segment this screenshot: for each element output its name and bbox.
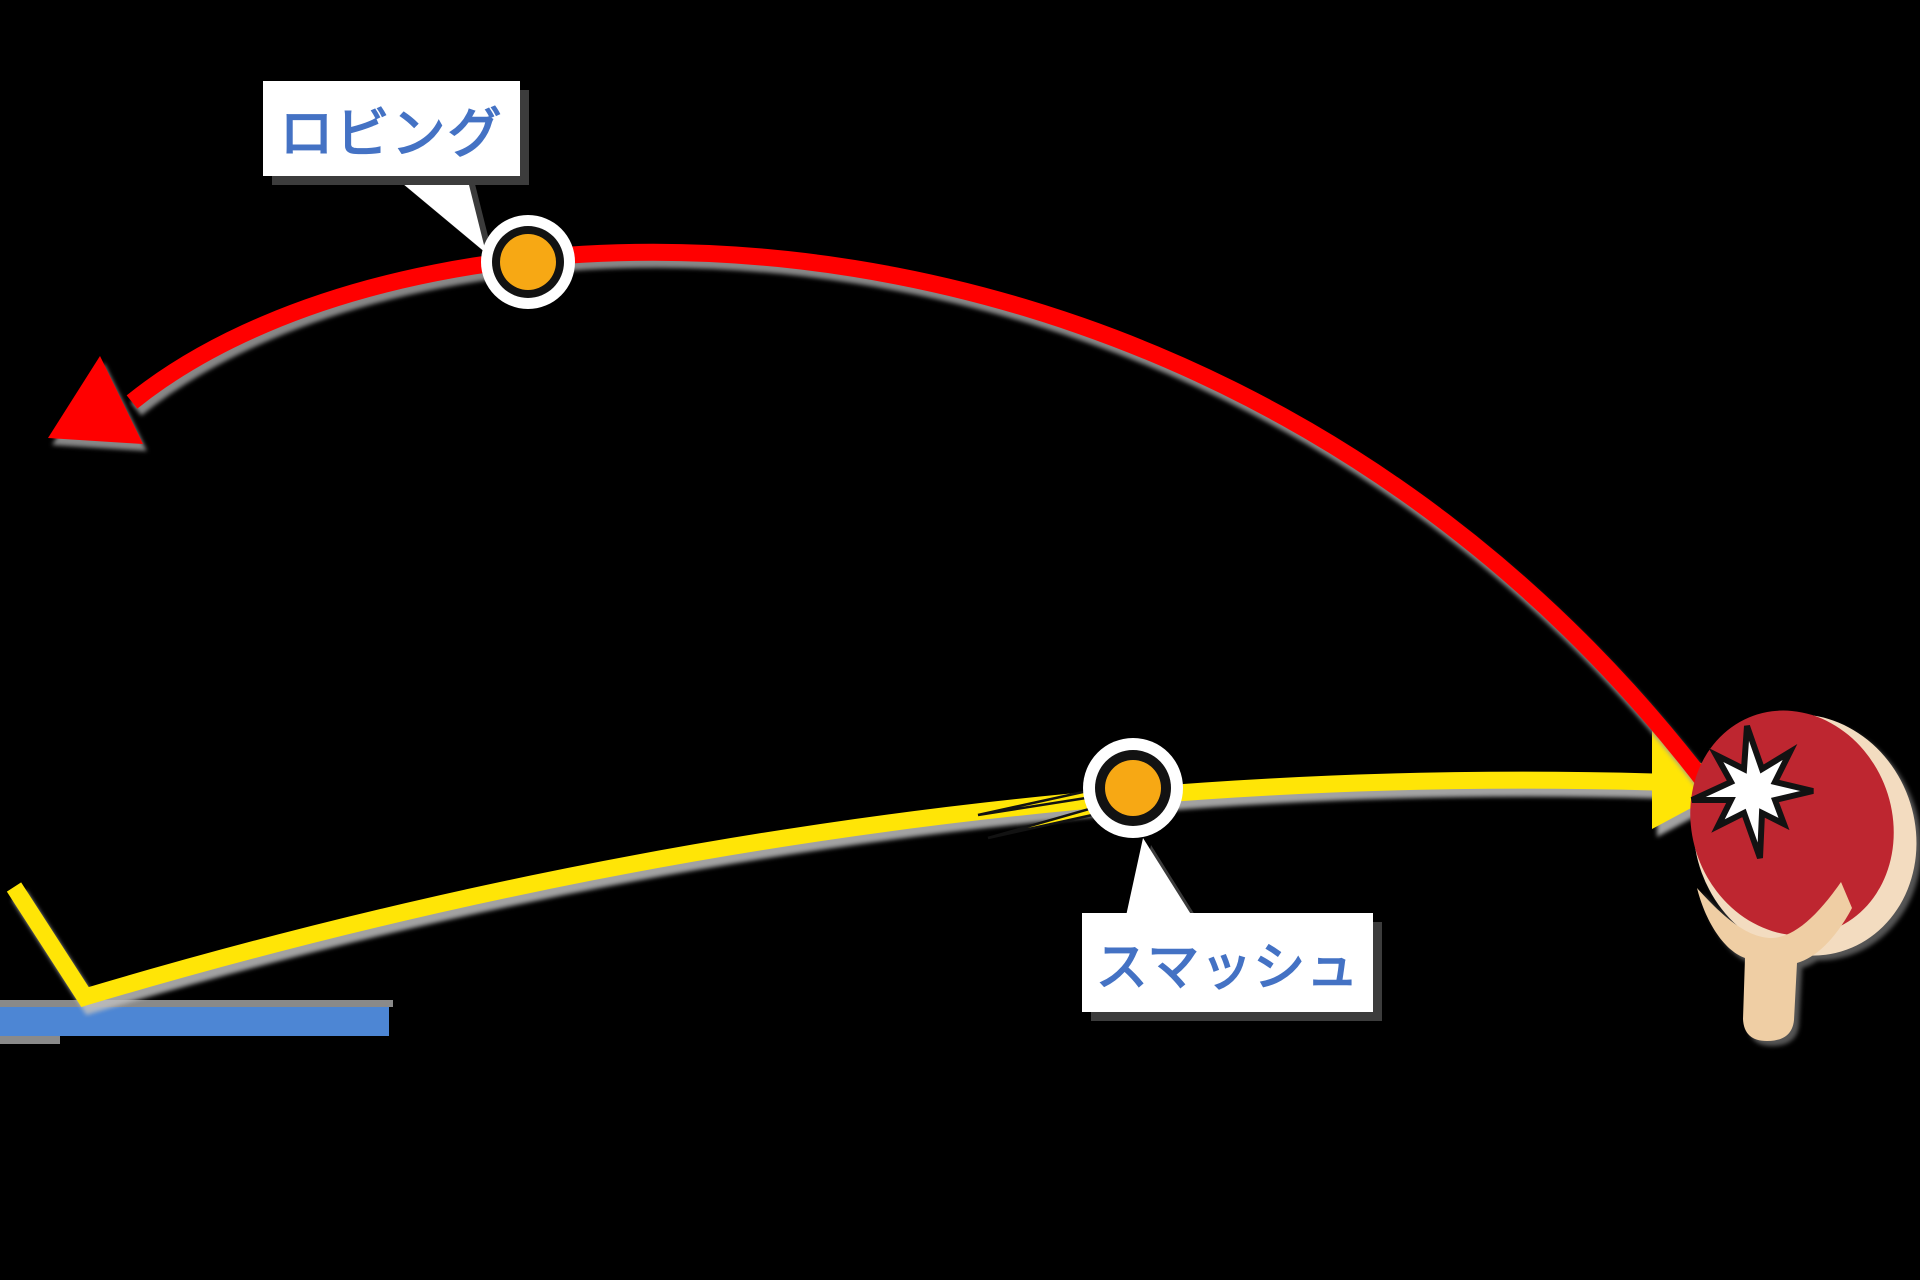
table-shadow xyxy=(0,1036,60,1044)
table-edge-highlight xyxy=(0,1000,393,1007)
lob-arrowhead-icon xyxy=(48,356,143,444)
lob-label-tail xyxy=(390,173,486,253)
smash-ball-icon xyxy=(1083,738,1183,838)
ball xyxy=(500,234,556,290)
impact-star xyxy=(1690,725,1814,860)
ball xyxy=(1105,760,1161,816)
lob-trajectory xyxy=(126,243,1725,806)
smash-label-text: スマッシュ xyxy=(1095,938,1360,998)
impact-star-icon xyxy=(1690,725,1814,860)
smash-trajectory xyxy=(6,771,1656,1007)
smash-label: スマッシュ xyxy=(1082,913,1373,1012)
paddle-icon xyxy=(1690,710,1917,1041)
table-top xyxy=(0,1007,389,1036)
paddle-handle xyxy=(1697,882,1852,1041)
table-surface xyxy=(0,1000,393,1044)
smash-label-tail xyxy=(1126,838,1192,916)
lob-label-text: ロビング xyxy=(279,102,504,165)
lob-label: ロビング xyxy=(263,81,520,176)
lob-ball-icon xyxy=(481,215,575,309)
